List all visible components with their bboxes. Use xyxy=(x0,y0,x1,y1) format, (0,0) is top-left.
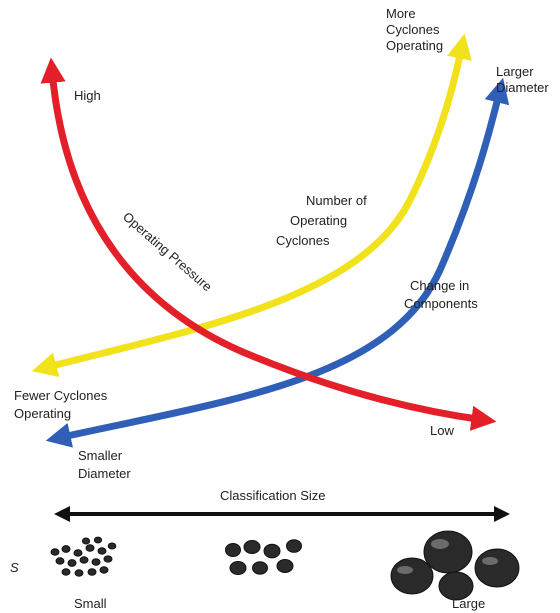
more-cyclones-label-line1: More xyxy=(386,6,416,21)
number-of-cyclones-label-line3: Cyclones xyxy=(276,233,330,248)
side-mark: S xyxy=(10,560,19,575)
medium-particles-icon xyxy=(225,539,302,575)
fewer-cyclones-label-line2: Operating xyxy=(14,406,71,421)
small-size-label: Small xyxy=(74,596,107,611)
more-cyclones-label-line3: Operating xyxy=(386,38,443,53)
fewer-cyclones-label-line1: Fewer Cyclones xyxy=(14,388,108,403)
larger-diameter-label-line1: Larger xyxy=(496,64,534,79)
high-pressure-label: High xyxy=(74,88,101,103)
classification-size-label: Classification Size xyxy=(220,488,326,503)
change-in-components-label-line1: Change in xyxy=(410,278,469,293)
number-of-cyclones-label-line2: Operating xyxy=(290,213,347,228)
operating-pressure-label: Operating Pressure xyxy=(120,209,215,294)
small-particles-icon xyxy=(50,536,117,577)
number-of-cyclones-label-line1: Number of xyxy=(306,193,367,208)
more-cyclones-label-line2: Cyclones xyxy=(386,22,440,37)
smaller-diameter-label-line2: Diameter xyxy=(78,466,131,481)
smaller-diameter-label-line1: Smaller xyxy=(78,448,123,463)
number-of-cyclones-curve xyxy=(31,33,472,378)
larger-diameter-label-line2: Diameter xyxy=(496,80,549,95)
operating-pressure-curve xyxy=(40,57,497,431)
large-size-label: Large xyxy=(452,596,485,611)
change-in-components-label-line2: Components xyxy=(404,296,478,311)
low-pressure-label: Low xyxy=(430,423,454,438)
large-particles-icon xyxy=(390,530,520,601)
